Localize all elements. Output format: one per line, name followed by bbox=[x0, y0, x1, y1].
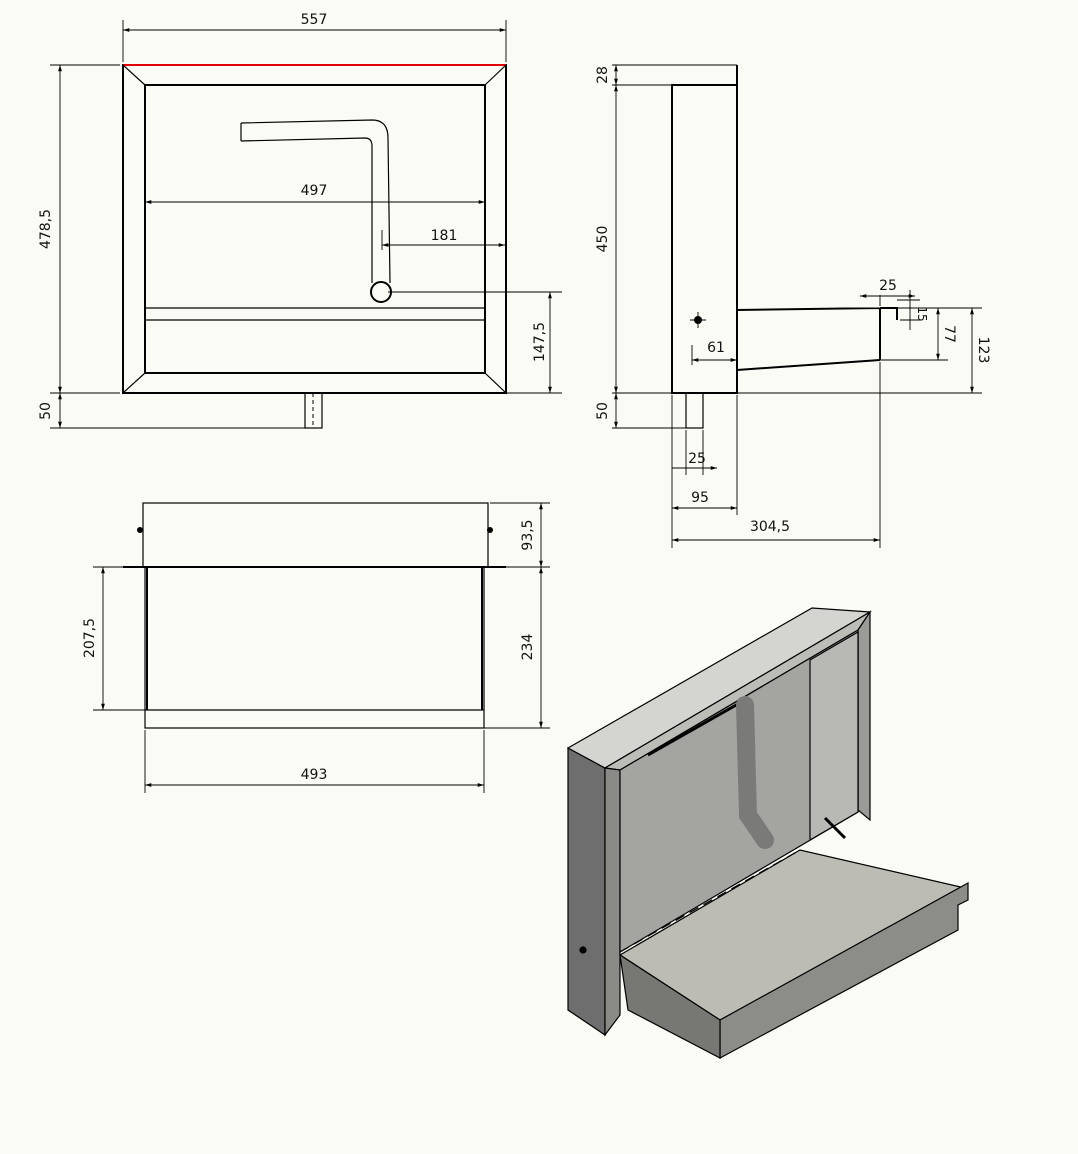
dim-shelf-height: 123 bbox=[975, 337, 991, 364]
dim-height: 478,5 bbox=[38, 209, 54, 249]
dim-drain-diameter: 25 bbox=[688, 451, 706, 467]
front-view: 557 478,5 497 181 147,5 50 bbox=[38, 12, 562, 429]
dim-top-depth: 28 bbox=[595, 66, 611, 84]
isometric-view bbox=[566, 607, 969, 1060]
dim-drain-offset: 61 bbox=[707, 340, 725, 356]
dim-lip-width: 25 bbox=[879, 278, 897, 294]
dim-outlet-height: 147,5 bbox=[532, 322, 548, 362]
dim-body-height: 450 bbox=[595, 226, 611, 253]
dim-inner-width: 497 bbox=[301, 183, 328, 199]
side-view: 28 450 50 61 25 95 304,5 25 15 77 123 bbox=[595, 64, 991, 548]
dim-total-depth: 304,5 bbox=[750, 519, 790, 535]
dim-top-width: 493 bbox=[301, 767, 328, 783]
dim-side-drain: 50 bbox=[595, 402, 611, 420]
dim-lower-depth: 234 bbox=[520, 634, 536, 661]
dim-body-depth: 95 bbox=[691, 490, 709, 506]
dim-shelf-inner: 77 bbox=[941, 325, 957, 343]
dim-pipe-offset: 181 bbox=[431, 228, 458, 244]
dim-upper-depth: 93,5 bbox=[520, 519, 536, 550]
top-view: 93,5 234 207,5 493 bbox=[82, 502, 550, 793]
dim-drain: 50 bbox=[38, 402, 54, 420]
faucet-pipe bbox=[240, 119, 391, 284]
dim-width: 557 bbox=[301, 12, 328, 28]
dim-inner-depth: 207,5 bbox=[82, 618, 98, 658]
dim-lip-height: 15 bbox=[915, 306, 929, 321]
